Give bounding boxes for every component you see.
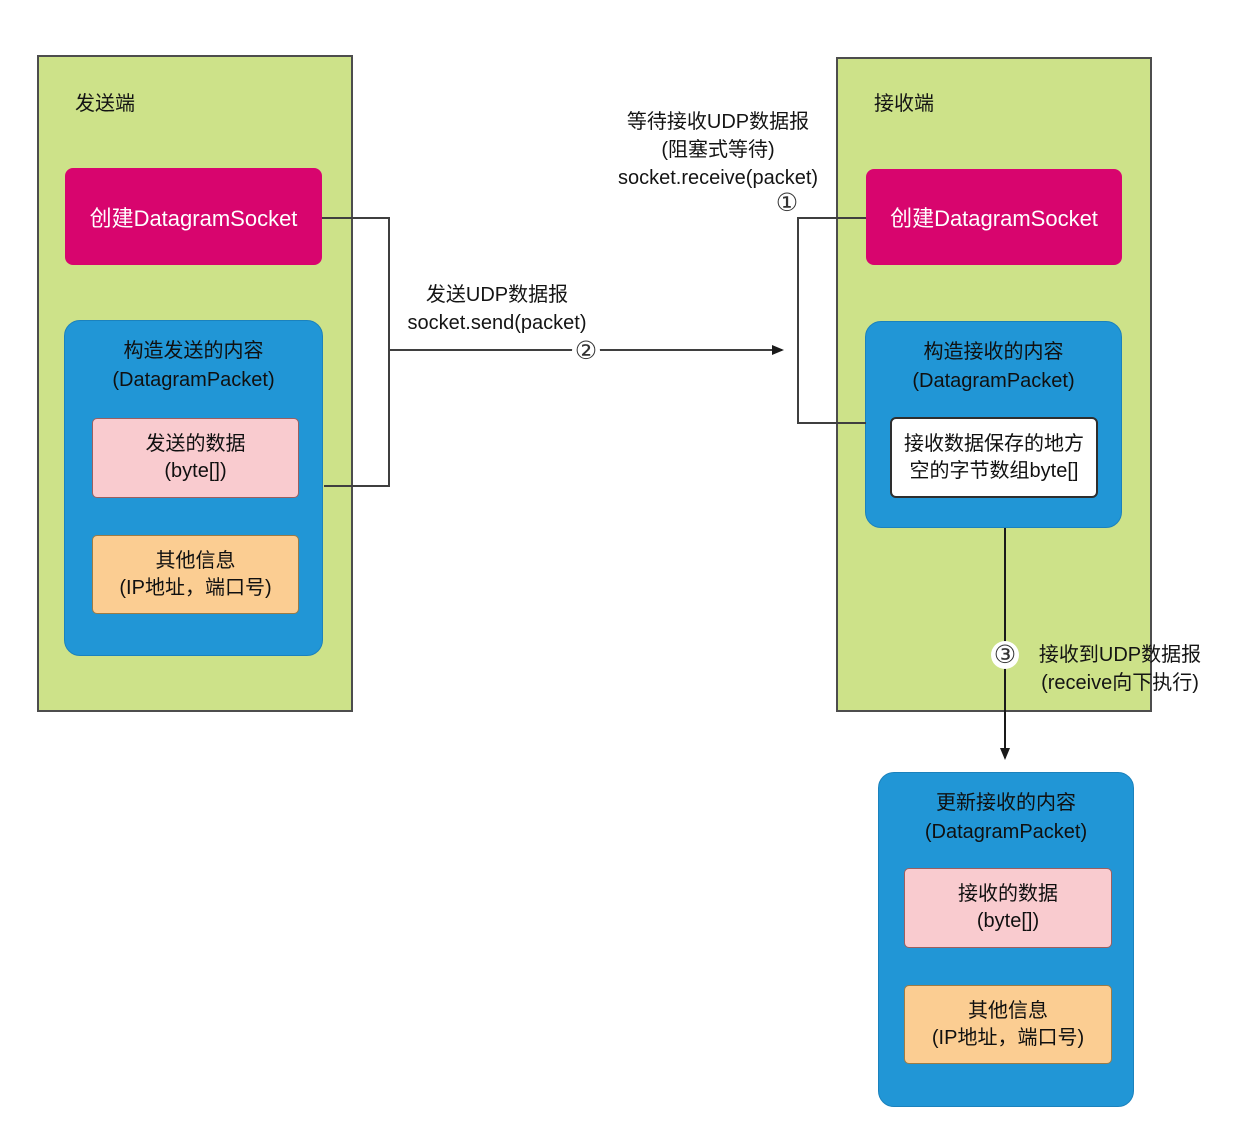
receiver-buffer-box: 接收数据保存的地方 空的字节数组byte[]	[890, 417, 1098, 498]
sender-info-line1: 其他信息	[155, 549, 236, 572]
received-line1: 接收到UDP数据报	[1038, 644, 1202, 666]
receiver-create-socket-box: 创建DatagramSocket	[866, 169, 1122, 265]
receive-wait-line1: 等待接收UDP数据报	[626, 111, 810, 133]
received-label: 接收到UDP数据报 (receive向下执行)	[1022, 641, 1218, 697]
step-3-badge: ③	[991, 641, 1019, 669]
step-2-badge: ②	[572, 337, 600, 365]
receiver-buffer-line2: 空的字节数组byte[]	[909, 459, 1079, 482]
updated-packet-title-line1: 更新接收的内容	[936, 792, 1076, 814]
receiver-buffer-line1: 接收数据保存的地方	[904, 432, 1084, 455]
send-line1: 发送UDP数据报	[425, 284, 569, 306]
sender-create-socket-label: 创建DatagramSocket	[89, 205, 298, 231]
updated-packet-title: 更新接收的内容 (DatagramPacket)	[879, 773, 1133, 847]
step-1-badge: ①	[775, 189, 799, 217]
send-label: 发送UDP数据报 socket.send(packet)	[357, 281, 637, 337]
updated-data-line1: 接收的数据	[958, 883, 1058, 905]
sender-packet-title: 构造发送的内容 (DatagramPacket)	[65, 321, 322, 395]
sender-panel: 发送端 创建DatagramSocket 构造发送的内容 (DatagramPa…	[37, 55, 353, 712]
sender-data-line2: (byte[])	[164, 460, 227, 482]
updated-info-line2: (IP地址，端口号)	[931, 1026, 1085, 1049]
sender-info-box: 其他信息 (IP地址，端口号)	[92, 535, 299, 614]
receiver-create-socket-label: 创建DatagramSocket	[890, 206, 1098, 231]
sender-panel-title: 发送端	[75, 93, 135, 115]
updated-packet-box: 更新接收的内容 (DatagramPacket) 接收的数据 (byte[]) …	[878, 772, 1134, 1107]
sender-packet-title-line1: 构造发送的内容	[123, 340, 264, 362]
sender-packet-title-line2: (DatagramPacket)	[112, 369, 275, 391]
sender-packet-box: 构造发送的内容 (DatagramPacket) 发送的数据 (byte[]) …	[64, 320, 323, 656]
receive-wait-line3: socket.receive(packet)	[617, 167, 819, 189]
updated-packet-title-line2: (DatagramPacket)	[924, 821, 1088, 843]
receiver-panel-title: 接收端	[874, 93, 934, 115]
received-line2: (receive向下执行)	[1041, 672, 1199, 694]
sender-info-line2: (IP地址，端口号)	[119, 576, 272, 599]
receiver-packet-title-line2: (DatagramPacket)	[912, 370, 1075, 392]
sender-data-box: 发送的数据 (byte[])	[92, 418, 299, 498]
receive-wait-label: 等待接收UDP数据报 (阻塞式等待) socket.receive(packet…	[566, 108, 870, 192]
receiver-packet-title-line1: 构造接收的内容	[923, 341, 1064, 363]
receiver-panel: 接收端 创建DatagramSocket 构造接收的内容 (DatagramPa…	[836, 57, 1152, 712]
receiver-packet-box: 构造接收的内容 (DatagramPacket) 接收数据保存的地方 空的字节数…	[865, 321, 1122, 528]
receiver-packet-title: 构造接收的内容 (DatagramPacket)	[866, 322, 1121, 396]
updated-data-box: 接收的数据 (byte[])	[904, 868, 1112, 948]
updated-info-box: 其他信息 (IP地址，端口号)	[904, 985, 1112, 1064]
sender-create-socket-box: 创建DatagramSocket	[65, 168, 322, 265]
updated-info-line1: 其他信息	[968, 999, 1048, 1022]
sender-data-line1: 发送的数据	[145, 433, 246, 455]
receive-wait-line2: (阻塞式等待)	[661, 139, 775, 161]
send-line2: socket.send(packet)	[407, 312, 587, 334]
updated-data-line2: (byte[])	[976, 910, 1040, 932]
